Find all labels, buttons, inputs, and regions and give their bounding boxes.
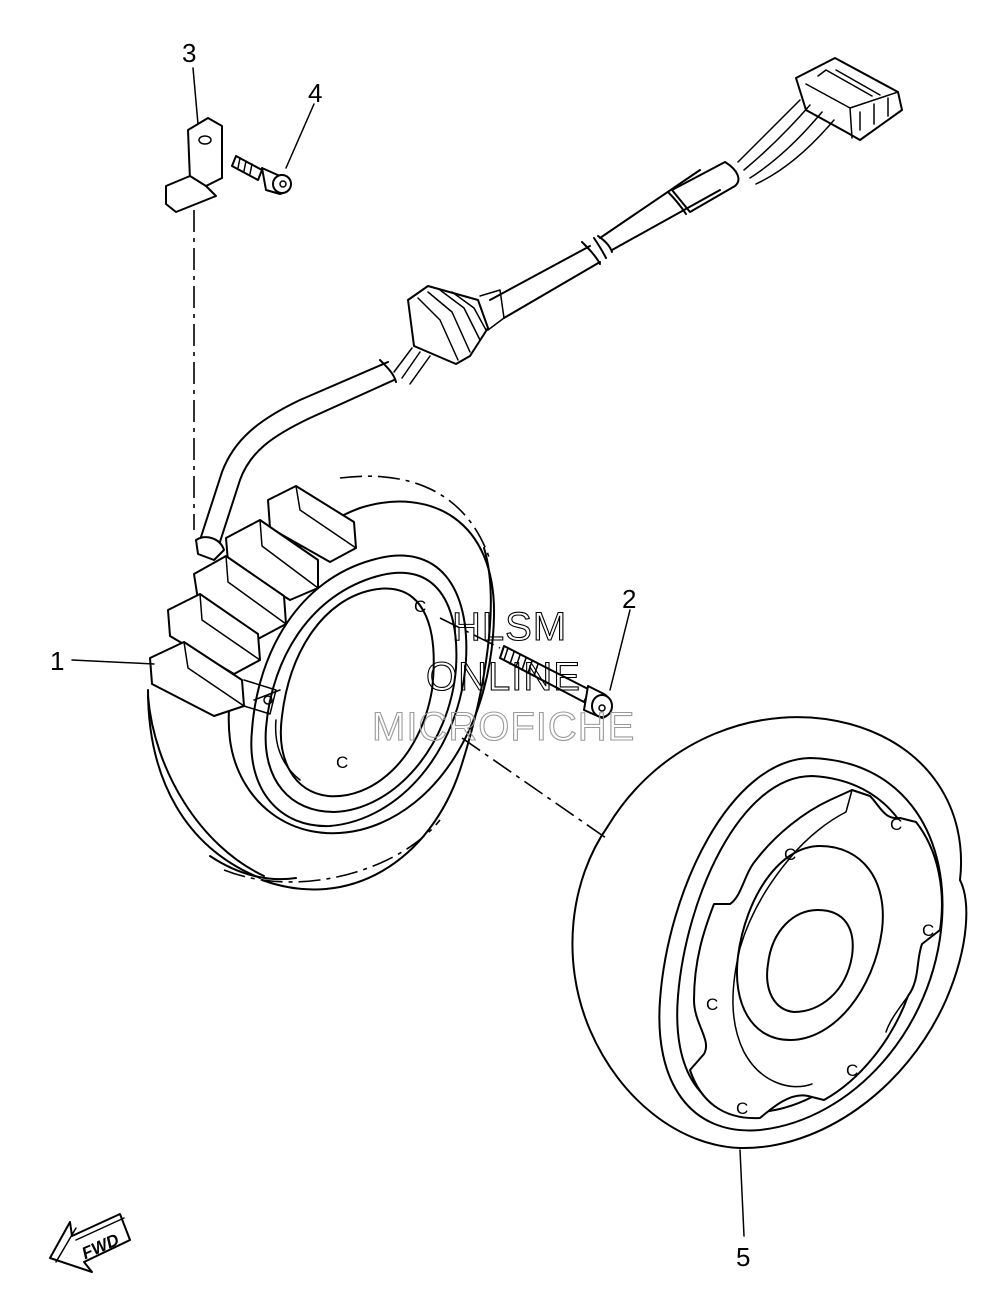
- screw-part-4: [231, 155, 292, 195]
- watermark-line-3: MICROFICHE: [372, 705, 635, 749]
- callout-label-2: 2: [622, 584, 636, 614]
- rotor-part-5: [571, 716, 968, 1150]
- watermark-line-1: HLSM: [452, 605, 567, 649]
- leader-4: [285, 103, 315, 169]
- watermark-line-2: ONLINE: [426, 655, 581, 699]
- callout-label-3: 3: [182, 38, 196, 68]
- leader-5: [739, 1149, 745, 1237]
- rotor-hole-mark-3: C: [922, 921, 934, 940]
- leader-line-bolt: [439, 617, 501, 649]
- stator-hole-mark-2: C: [336, 753, 348, 772]
- rotor-hole-mark-1: C: [890, 815, 902, 834]
- leader-1: [71, 659, 155, 665]
- bolt-part-2: [499, 645, 613, 719]
- callout-label-4: 4: [308, 78, 322, 108]
- stator-hole-mark-1: C: [414, 597, 426, 616]
- callout-label-1: 1: [50, 646, 64, 676]
- inline-connector: [393, 285, 505, 385]
- cable-break: [489, 237, 607, 319]
- forward-arrow-icon: FWD: [49, 1213, 131, 1273]
- stator-part-1: [147, 475, 496, 891]
- leader-3: [192, 67, 199, 125]
- leader-2: [609, 609, 631, 691]
- bracket-part-3: [165, 117, 223, 213]
- rotor-hole-mark-6: C: [736, 1099, 748, 1118]
- callout-label-5: 5: [736, 1242, 750, 1272]
- wire-connector-plug: [795, 57, 903, 141]
- connector-wires: [737, 99, 835, 185]
- centre-line: [461, 737, 607, 839]
- rotor-hole-mark-2: C: [784, 845, 796, 864]
- rotor-hole-mark-4: C: [706, 995, 718, 1014]
- cable-sleeve-upper: [597, 161, 740, 253]
- rotor-hole-mark-5: C: [846, 1061, 858, 1080]
